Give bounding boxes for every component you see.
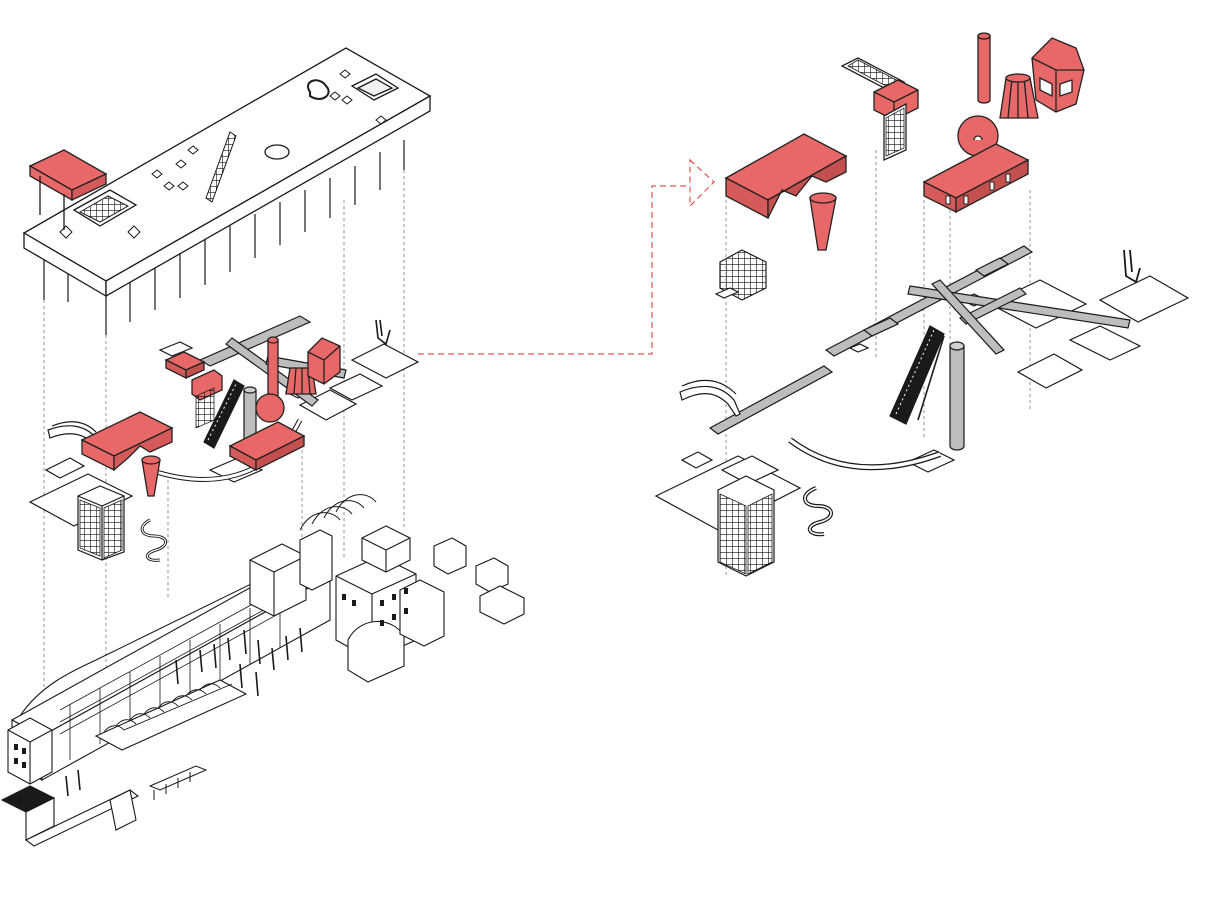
roof-red-pavilion	[28, 149, 108, 230]
red-connector-arrow	[418, 158, 715, 355]
intervention-red-pieces	[80, 336, 341, 497]
roof-objects	[59, 69, 387, 239]
roof-columns	[43, 140, 405, 335]
roof-slab	[22, 47, 432, 335]
enlarged-red-pieces	[724, 32, 1085, 251]
ground-buildings	[0, 494, 525, 847]
roof-slab-side	[105, 94, 431, 298]
enlarged-intervention-layer	[654, 245, 1190, 577]
